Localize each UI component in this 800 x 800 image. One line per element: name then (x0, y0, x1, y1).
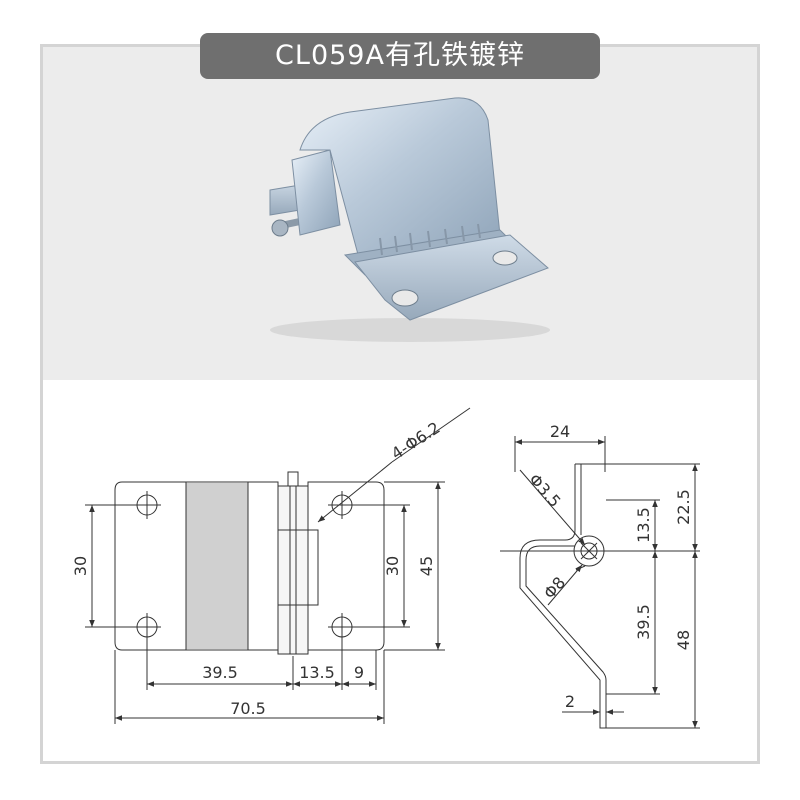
side-view-labels: 24 Φ3.5 Φ8 13.5 22.5 39.5 48 2 (525, 422, 693, 711)
front-right-leaf (307, 481, 385, 651)
front-view-labels: 4-Φ6.2 30 30 45 39.5 13.5 9 70.5 (71, 418, 443, 718)
total-width-label: 70.5 (230, 699, 266, 718)
knuckle-diameter-label: Φ8 (540, 573, 569, 603)
hole-callout-label: 4-Φ6.2 (388, 418, 444, 463)
front-knuckle (277, 485, 309, 655)
lower-offset-label: 39.5 (634, 604, 653, 640)
pin-diameter-label: Φ3.5 (525, 470, 565, 511)
front-pin (287, 471, 299, 487)
side-total-height-label: 48 (674, 630, 693, 650)
front-holes (133, 491, 356, 641)
front-fold-band (186, 483, 248, 649)
left-height-label: 30 (71, 556, 90, 576)
width-a-label: 39.5 (202, 663, 238, 682)
hinge-photo (269, 97, 550, 342)
width-c-label: 9 (354, 663, 364, 682)
side-profile (519, 464, 607, 729)
front-left-leaf (114, 481, 279, 651)
right-height-label: 30 (383, 556, 402, 576)
thickness-label: 2 (565, 692, 575, 711)
side-view (500, 436, 700, 729)
side-top-width-label: 24 (550, 422, 570, 441)
product-title: CL059A有孔铁镀锌 (200, 33, 600, 79)
front-view (85, 407, 471, 724)
upper-height-label: 22.5 (674, 489, 693, 525)
width-b-label: 13.5 (299, 663, 335, 682)
upper-offset-label: 13.5 (634, 507, 653, 543)
total-height-label: 45 (417, 556, 436, 576)
